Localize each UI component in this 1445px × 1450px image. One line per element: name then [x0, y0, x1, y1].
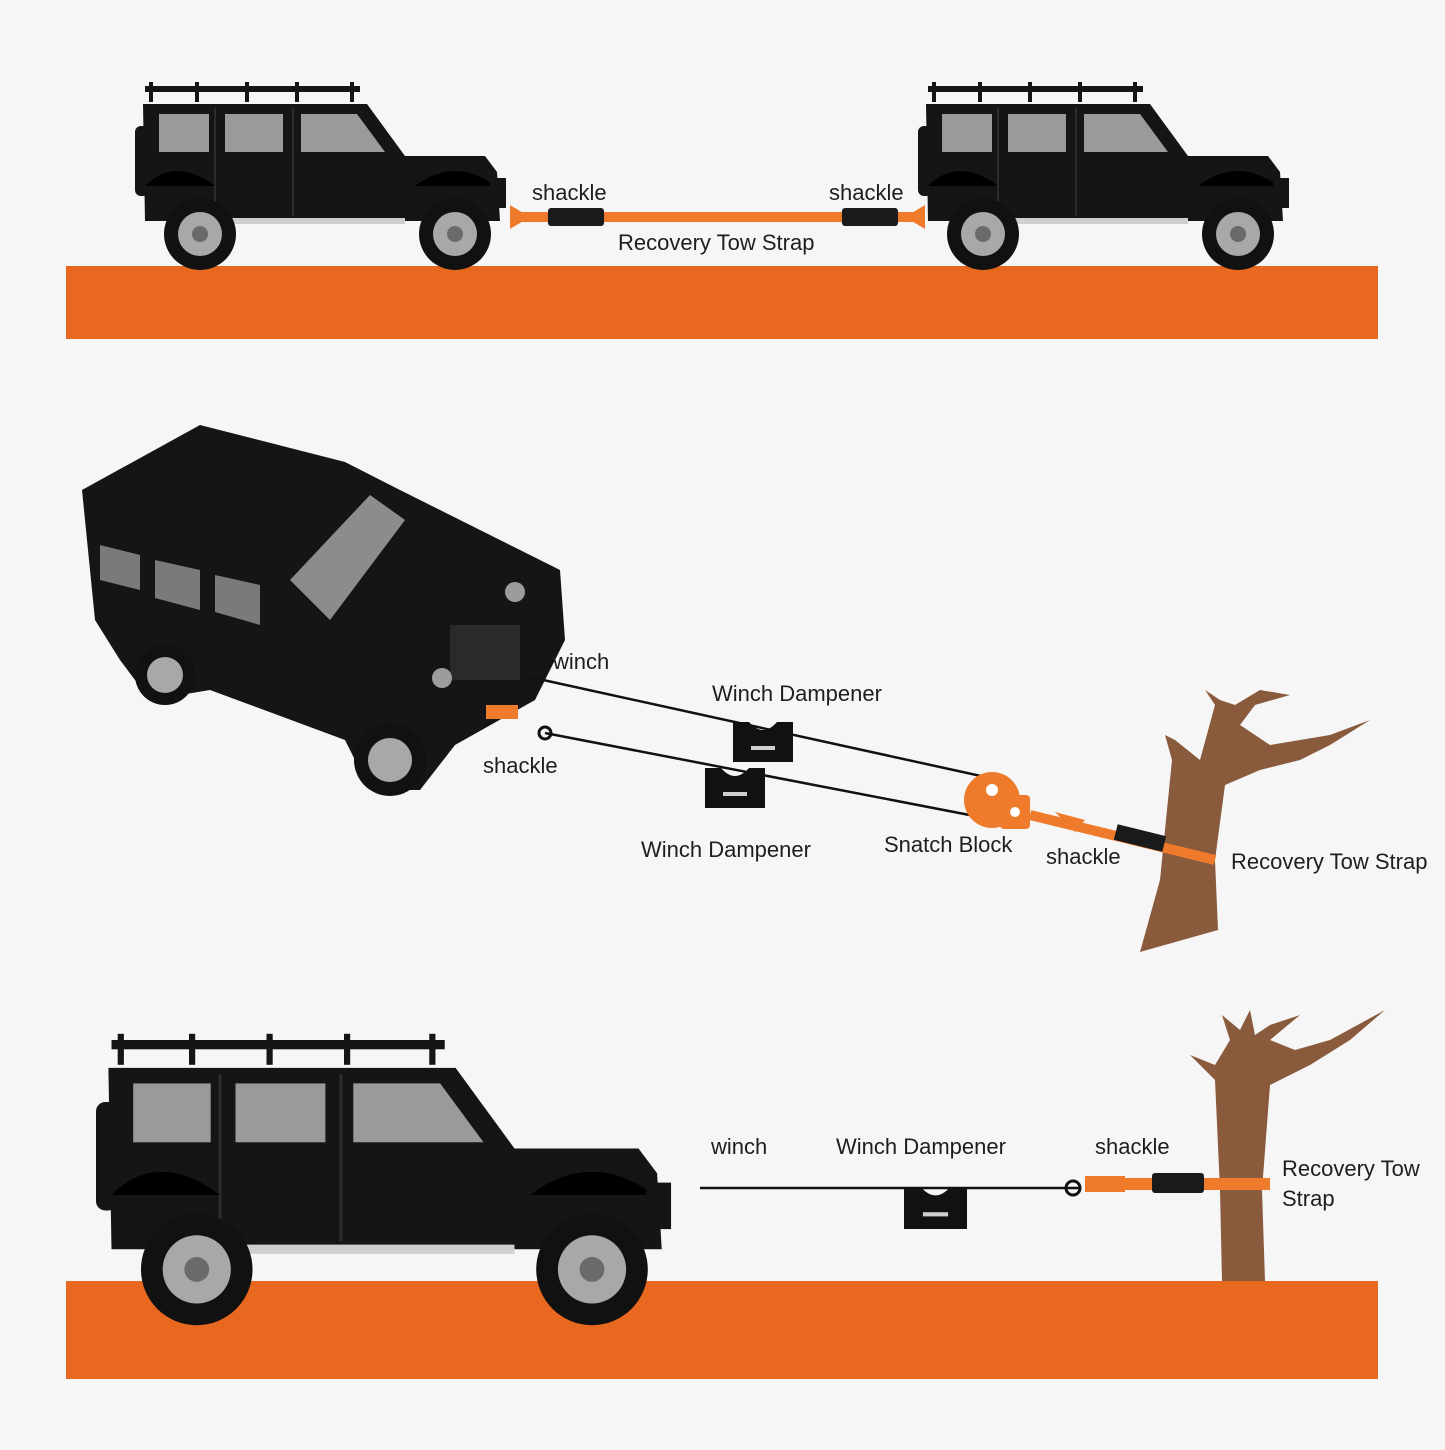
label-shackle-left-scene1: shackle — [532, 180, 607, 205]
label-shackle-tree-scene2: shackle — [1046, 844, 1121, 869]
label-shackle-scene3: shackle — [1095, 1134, 1170, 1159]
label-recovery-tow-strap-scene2: Recovery Tow Strap — [1231, 849, 1428, 874]
vehicle-right-scene1 — [917, 81, 1290, 271]
shackle-icon — [486, 705, 553, 741]
vehicle-angled-scene2 — [82, 425, 565, 796]
winch-dampener-icon — [904, 1187, 967, 1229]
label-winch-scene3: winch — [711, 1134, 768, 1159]
winch-dampener-icon — [705, 768, 765, 808]
tow-strap-scene2 — [1028, 810, 1217, 865]
tow-strap-scene1 — [520, 208, 915, 226]
label-recovery-tow-strap-scene1: Recovery Tow Strap — [618, 230, 815, 255]
vehicle-left-scene1 — [134, 81, 507, 271]
tree-icon — [1190, 1010, 1385, 1281]
tow-strap-scene3 — [1120, 1173, 1270, 1193]
label-winch-scene2: winch — [553, 649, 610, 674]
snatch-block-icon — [964, 772, 1030, 829]
shackle-icon — [510, 205, 530, 229]
ground-strip-top — [66, 266, 1378, 339]
label-winch-dampener-lower: Winch Dampener — [641, 837, 811, 862]
tree-icon — [1140, 690, 1370, 952]
winch-lines-scene2 — [524, 674, 991, 820]
shackle-icon — [905, 205, 925, 229]
label-winch-dampener-upper: Winch Dampener — [712, 681, 882, 706]
label-shackle-vehicle-scene2: shackle — [483, 753, 558, 778]
shackle-icon — [1064, 1176, 1125, 1197]
label-shackle-right-scene1: shackle — [829, 180, 904, 205]
ground-strip-bottom — [66, 1281, 1378, 1379]
label-snatch-block: Snatch Block — [884, 832, 1013, 857]
label-recovery-tow-strap-scene3: Recovery Tow Strap — [1282, 1156, 1420, 1211]
label-winch-dampener-scene3: Winch Dampener — [836, 1134, 1006, 1159]
